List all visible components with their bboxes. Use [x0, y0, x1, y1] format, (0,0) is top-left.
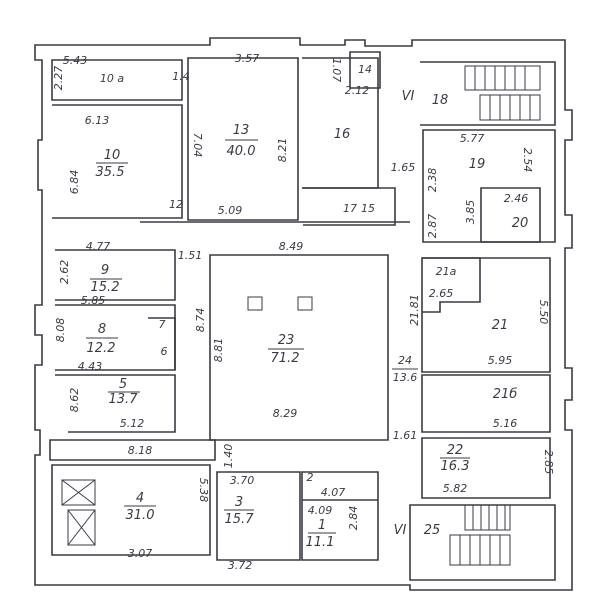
staircase-top	[464, 65, 541, 121]
dimension: 8.21	[276, 138, 289, 163]
room-15-number: 15	[361, 202, 375, 215]
dimension: 4.09	[308, 504, 333, 517]
room-5-number: 5	[119, 377, 127, 392]
dimension: 2.12	[345, 84, 370, 97]
room-21b-number: 21б	[493, 387, 518, 402]
dimension: 8.74	[194, 308, 207, 333]
dimension: 5.12	[120, 417, 145, 430]
room-17-number: 17	[343, 202, 357, 215]
room-8-number: 8	[98, 322, 106, 337]
dimension: 21.81	[408, 294, 421, 326]
room-8-area: 12.2	[87, 341, 116, 356]
dimension: 3.72	[228, 559, 253, 572]
dimension: 4.43	[78, 360, 103, 373]
room-13-area: 40.0	[227, 144, 256, 159]
room-1-number: 1	[318, 518, 326, 533]
dimension: 5.38	[197, 478, 210, 503]
room-10-area: 35.5	[96, 165, 125, 180]
room-3-area: 15.7	[225, 512, 255, 527]
dimension: 1.61	[393, 429, 418, 442]
dimension: 2.85	[542, 450, 555, 475]
dimension: 3.57	[235, 52, 260, 65]
room-6-number: 6	[161, 345, 168, 358]
room-22-number: 22	[447, 443, 464, 458]
dimension: 3.85	[464, 200, 477, 225]
dimension: 2.65	[429, 287, 454, 300]
dimension: 3.07	[128, 547, 153, 560]
room-10-number: 10	[104, 148, 121, 163]
room-23-number: 23	[278, 333, 295, 348]
dimension: 2.27	[52, 66, 65, 91]
room-18-number: 18	[432, 93, 449, 108]
dimension: 5.16	[493, 417, 518, 430]
shafts	[61, 296, 313, 546]
dimension: 5.09	[218, 204, 243, 217]
dimension: 5.43	[63, 54, 88, 67]
room-24-area: 13.6	[393, 371, 418, 384]
room-labels: 10 a 13 40.0 10 35.5 14 16 17 15 18 19 2…	[86, 63, 528, 550]
dimension-labels: 5.43 2.27 1.4 3.57 7.04 8.21 5.09 6.13 6…	[52, 52, 555, 572]
room-20-number: 20	[512, 216, 529, 231]
dimension: 8.81	[212, 338, 225, 363]
dimension: 8.08	[54, 318, 67, 343]
dimension: 8.18	[128, 444, 153, 457]
room-19-number: 19	[469, 157, 486, 172]
room-22-area: 16.3	[441, 459, 470, 474]
room-10a-number: 10 a	[100, 72, 124, 85]
dimension: 1.07	[330, 58, 343, 83]
room-1-area: 11.1	[306, 535, 335, 550]
dimension: 1.40	[222, 444, 235, 469]
room-21a-number: 21a	[436, 265, 457, 278]
room-12-number: 12	[169, 198, 183, 211]
room-7-number: 7	[159, 318, 166, 331]
room-9-number: 9	[101, 263, 109, 278]
dimension: 4.07	[321, 486, 346, 499]
dimension: 5.77	[460, 132, 485, 145]
dimension: 1.65	[391, 161, 416, 174]
dimension: 1.4	[172, 70, 190, 83]
room-16-number: 16	[334, 127, 351, 142]
dimension: 4.77	[86, 240, 111, 253]
room-14-number: 14	[358, 63, 372, 76]
room-23-area: 71.2	[271, 351, 300, 366]
room-5-area: 13.7	[109, 392, 139, 407]
dimension: 2.46	[504, 192, 529, 205]
dimension: 3.70	[230, 474, 255, 487]
room-25-number: 25	[424, 523, 441, 538]
room-13-number: 13	[233, 123, 250, 138]
room-21-number: 21	[492, 318, 509, 333]
dimension: 6.84	[68, 170, 81, 195]
room-3-number: 3	[235, 495, 243, 510]
dimension: 8.49	[279, 240, 304, 253]
dimension: 8.29	[273, 407, 298, 420]
dimension: 2.62	[58, 260, 71, 285]
room-2-number: 2	[307, 471, 314, 484]
dimension: 6.13	[85, 114, 110, 127]
dimension: 1.51	[178, 249, 203, 262]
dimension: 5.85	[81, 294, 106, 307]
staircase-bottom	[449, 504, 511, 566]
dimension: 2.54	[521, 148, 534, 173]
dimension: 5.82	[443, 482, 468, 495]
dimension: 2.84	[347, 506, 360, 531]
walls	[34, 37, 573, 591]
room-9-area: 15.2	[91, 280, 120, 295]
dimension: 2.38	[426, 168, 439, 193]
dimension: 7.04	[191, 133, 204, 158]
dimension: 5.95	[488, 354, 513, 367]
stair-mark-top: VI	[402, 89, 415, 104]
dimension: 2.87	[426, 214, 439, 239]
stair-mark-bottom: VI	[394, 523, 407, 538]
dimension: 8.62	[68, 388, 81, 413]
room-24-number: 24	[398, 354, 412, 367]
dimension: 5.50	[537, 300, 550, 325]
room-4-area: 31.0	[126, 508, 155, 523]
room-4-number: 4	[136, 491, 144, 506]
